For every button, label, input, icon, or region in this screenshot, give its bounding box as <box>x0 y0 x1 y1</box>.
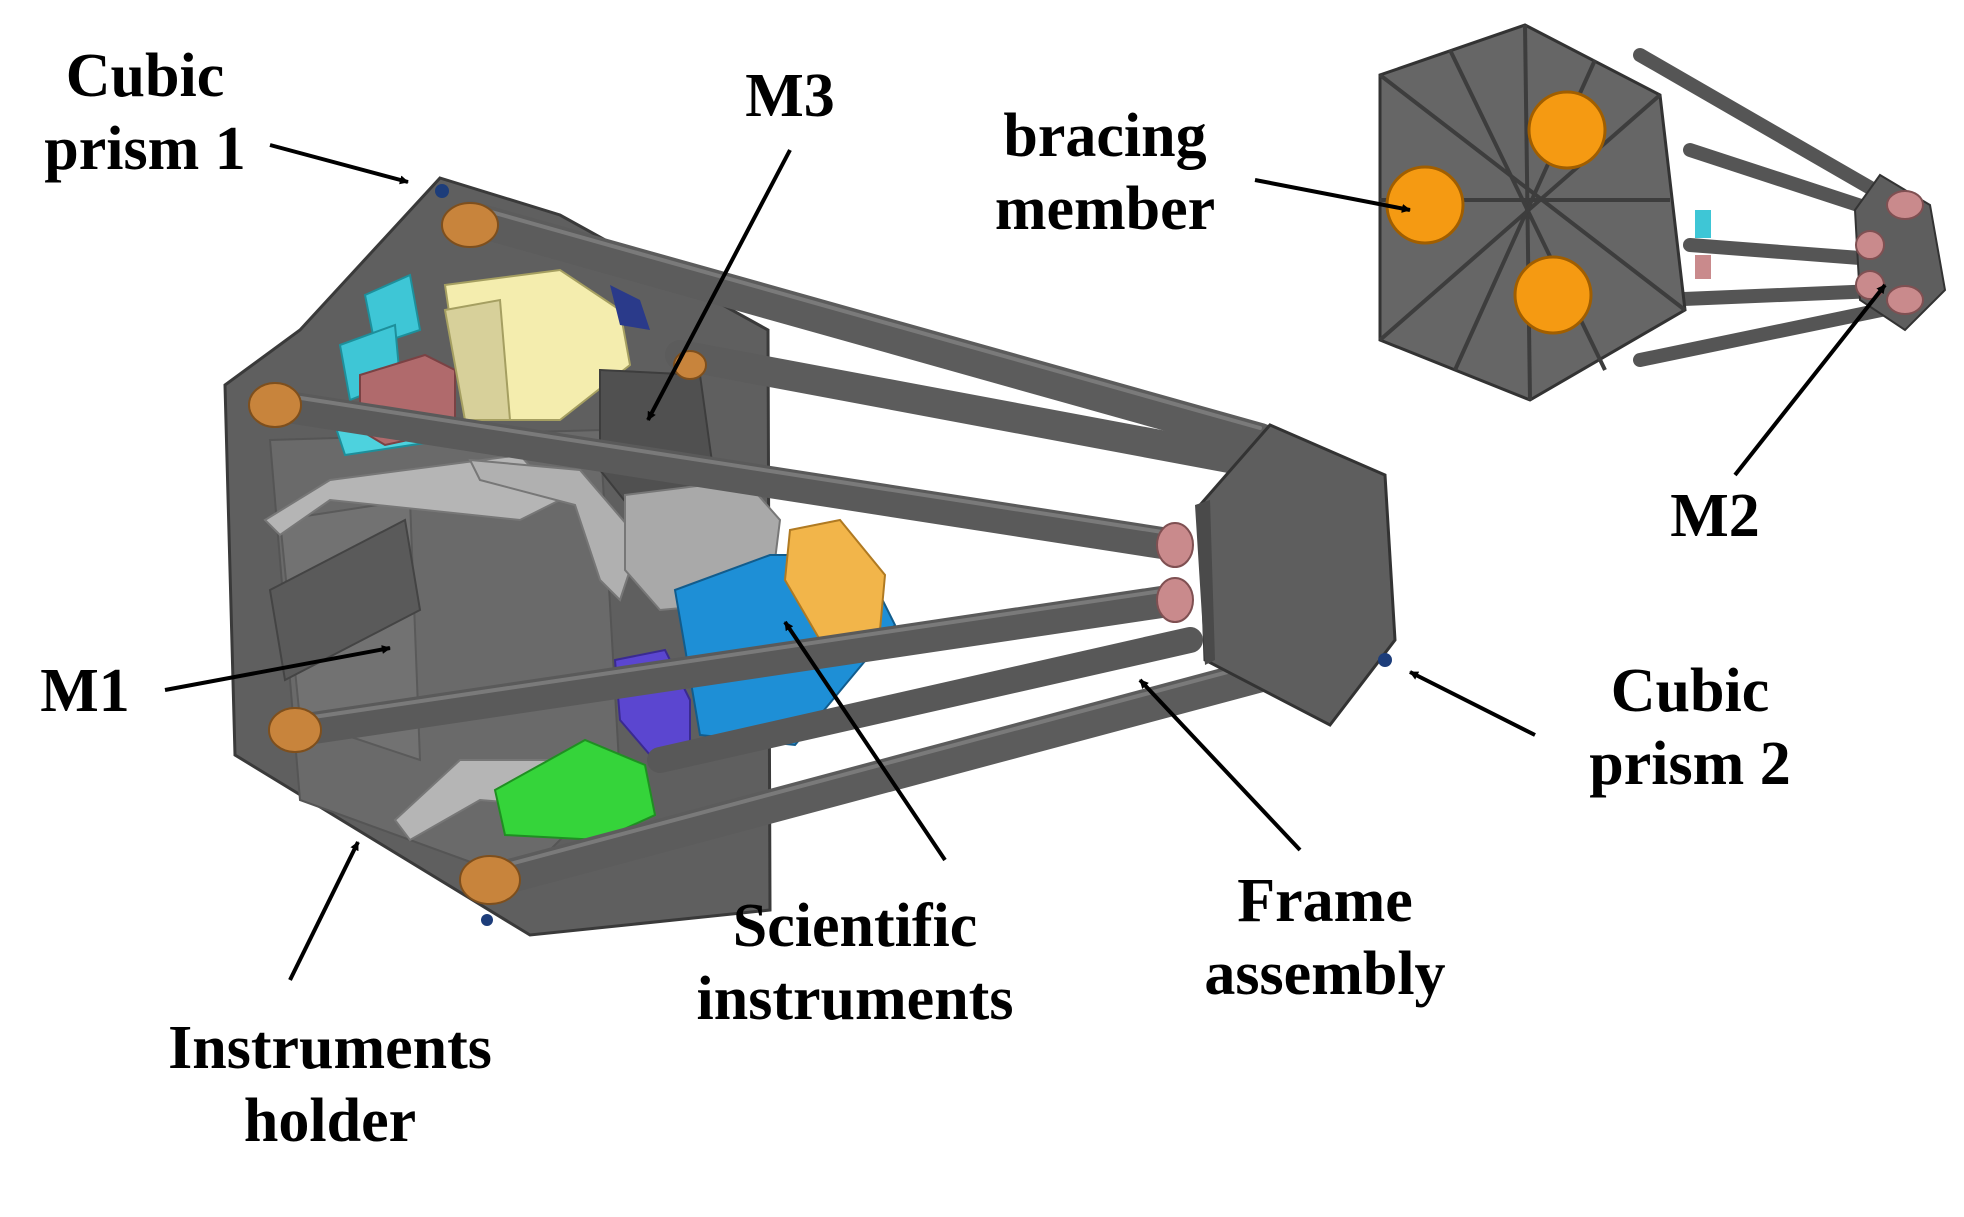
label-scientific-instruments-line-2: instruments <box>696 964 1014 1033</box>
bronze-fittings <box>248 202 707 905</box>
label-cubic-prism-1: Cubic prism 1 <box>15 40 275 185</box>
label-instruments-holder-line-2: holder <box>243 1086 417 1155</box>
m1-panel <box>268 518 422 682</box>
green-instrument <box>493 738 657 842</box>
small-cyan-component <box>1695 210 1711 238</box>
m2-fitting-2 <box>1855 230 1885 260</box>
callout-arrows <box>164 143 1887 981</box>
label-m3: M3 <box>720 60 860 133</box>
arrow-m1 <box>164 645 391 692</box>
arrow-scientific-instruments <box>783 620 947 862</box>
label-m2-text: M2 <box>1670 482 1760 550</box>
cubic-prism-1-marker <box>435 184 449 198</box>
arrow-frame-assembly <box>1138 678 1302 852</box>
strut-highlights <box>273 204 1282 870</box>
label-bracing-member-line-2: member <box>994 174 1216 243</box>
label-cubic-prism-2-line-1: Cubic <box>1610 657 1770 725</box>
fitting-top <box>441 202 499 248</box>
label-cubic-prism-2: Cubic prism 2 <box>1555 655 1825 800</box>
label-frame-assembly: Frame assembly <box>1160 865 1490 1010</box>
arrow-bracing-member <box>1254 178 1411 213</box>
label-m3-text: M3 <box>745 62 835 130</box>
cyan-instrument-top <box>363 273 422 347</box>
label-m1-text: M1 <box>40 657 130 725</box>
label-m2: M2 <box>1640 480 1790 553</box>
fitting-bottom <box>459 855 521 905</box>
arrow-m3 <box>646 149 792 421</box>
label-scientific-instruments-line-1: Scientific <box>732 892 978 960</box>
strut-5 <box>647 627 1203 773</box>
label-instruments-holder-line-1: Instruments <box>168 1014 492 1082</box>
fitting-left-lower <box>268 707 322 753</box>
fitting-left-upper <box>248 382 302 428</box>
arrow-m2 <box>1733 283 1887 477</box>
main-telescope <box>223 176 1397 937</box>
arrow-cubic-prism-2 <box>1409 670 1536 737</box>
secondary-view <box>1378 23 1947 402</box>
fitting-head-2 <box>1156 577 1194 623</box>
label-instruments-holder: Instruments holder <box>100 1012 560 1157</box>
label-cubic-prism-1-line-2: prism 1 <box>44 114 246 183</box>
strut-4 <box>284 584 1191 746</box>
label-cubic-prism-2-line-2: prism 2 <box>1589 729 1791 798</box>
cream-instrument-shadow <box>443 298 512 421</box>
bracing-pad-bottom <box>1513 255 1593 335</box>
fitting-head-1 <box>1156 522 1194 568</box>
strut-3 <box>259 389 1191 561</box>
arrow-cubic-prism-1 <box>269 143 409 185</box>
strut-1 <box>453 201 1277 457</box>
label-frame-assembly-line-1: Frame <box>1237 867 1413 935</box>
m2-fitting-4 <box>1886 285 1924 315</box>
label-bracing-member-line-1: bracing <box>1003 102 1207 170</box>
dark-blue-component <box>610 285 650 330</box>
pink-fittings <box>1156 522 1194 623</box>
label-scientific-instruments: Scientific instruments <box>640 890 1070 1035</box>
m2-fitting-1 <box>1886 190 1924 220</box>
bracing-pad-top <box>1527 90 1607 170</box>
cubic-prism-2-marker <box>1378 653 1392 667</box>
strut-2 <box>665 340 1255 475</box>
small-pink-component <box>1695 255 1711 279</box>
label-m1: M1 <box>15 655 155 728</box>
label-frame-assembly-line-2: assembly <box>1204 939 1446 1008</box>
secondary-mirror-head-side <box>1195 500 1215 665</box>
bracing-pads <box>1385 90 1607 335</box>
bracing-pad-left <box>1385 165 1465 245</box>
label-bracing-member: bracing member <box>955 100 1255 245</box>
corner-marker-bottom <box>481 914 493 926</box>
center-spider <box>468 458 642 602</box>
label-cubic-prism-1-line-1: Cubic <box>65 42 225 110</box>
arrow-instruments-holder <box>288 841 360 981</box>
